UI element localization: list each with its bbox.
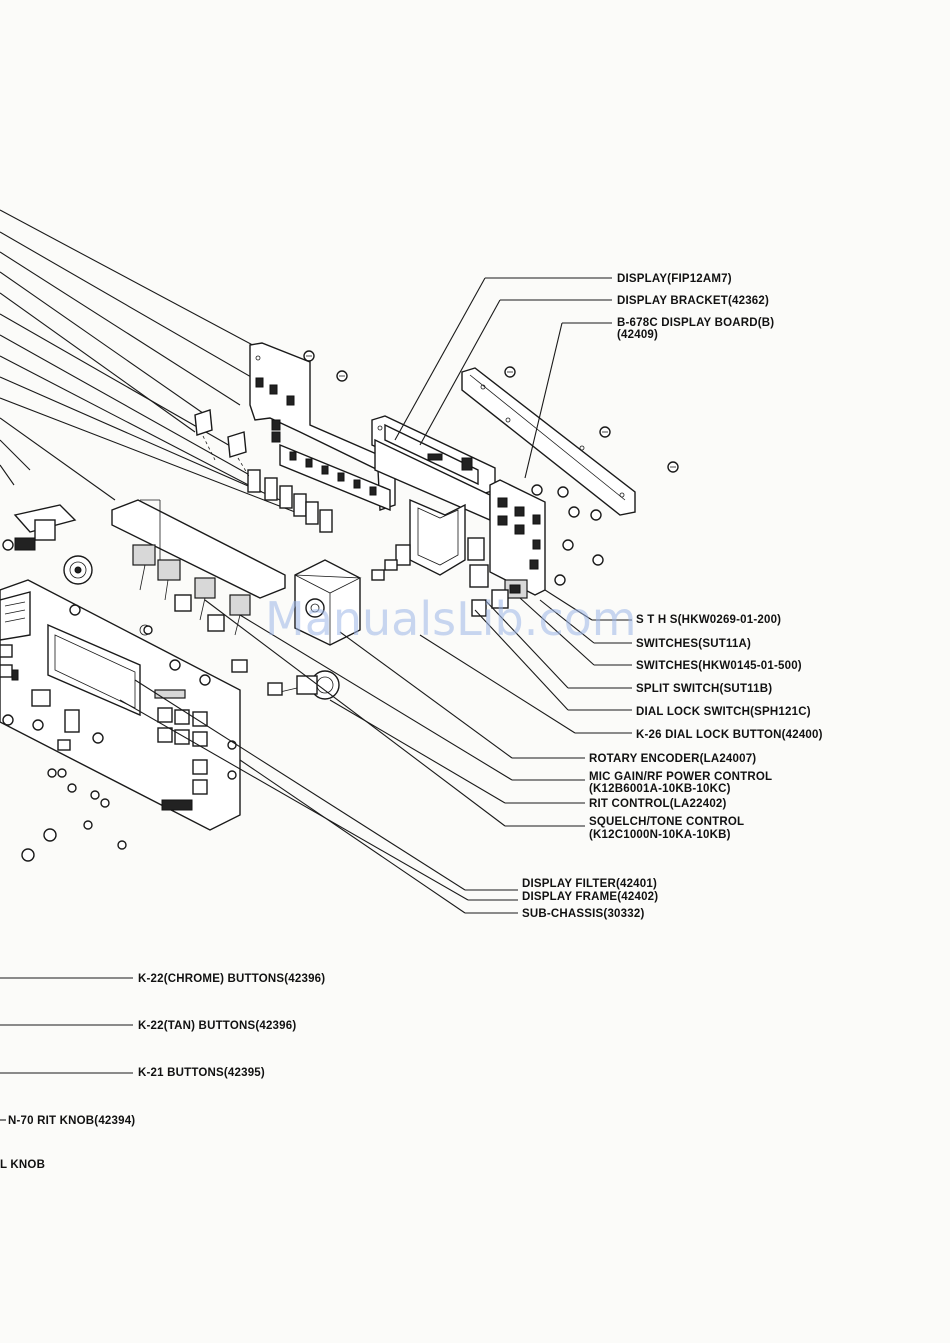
- rit-control: [231, 659, 340, 700]
- label-display-frame: DISPLAY FRAME(42402): [522, 891, 658, 903]
- display-assembly: [371, 415, 496, 522]
- label-mic-gain: MIC GAIN/RF POWER CONTROL: [589, 771, 772, 783]
- watermark: ManualsLib.com: [265, 592, 637, 646]
- sub-chassis: [0, 579, 241, 831]
- control-board-upper: [194, 342, 396, 533]
- label-l-knob: L KNOB: [0, 1159, 45, 1171]
- label-display-board-code: (42409): [617, 329, 658, 341]
- left-leader-lines: [0, 209, 296, 513]
- label-split-switch: SPLIT SWITCH(SUT11B): [636, 683, 772, 695]
- label-display-filter: DISPLAY FILTER(42401): [522, 878, 657, 890]
- label-squelch-code: (K12C1000N-10KA-10KB): [589, 829, 731, 841]
- label-mic-gain-code: (K12B6001A-10KB-10KC): [589, 783, 731, 795]
- label-display: DISPLAY(FIP12AM7): [617, 273, 732, 285]
- middle-bracket: [371, 498, 509, 617]
- label-rit-knob: N-70 RIT KNOB(42394): [8, 1115, 135, 1127]
- part-labels: DISPLAY(FIP12AM7) DISPLAY BRACKET(42362)…: [0, 273, 823, 1171]
- screws-top: [303, 350, 679, 586]
- label-display-bracket: DISPLAY BRACKET(42362): [617, 295, 769, 307]
- label-display-board: B-678C DISPLAY BOARD(B): [617, 317, 774, 329]
- label-dial-lock-button: K-26 DIAL LOCK BUTTON(42400): [636, 729, 823, 741]
- switch-board-right: [489, 479, 546, 599]
- label-dial-lock-switch: DIAL LOCK SWITCH(SPH121C): [636, 706, 811, 718]
- label-tan-buttons: K-22(TAN) BUTTONS(42396): [138, 1020, 296, 1032]
- label-chrome-buttons: K-22(CHROME) BUTTONS(42396): [138, 973, 325, 985]
- label-k21-buttons: K-21 BUTTONS(42395): [138, 1067, 265, 1079]
- label-switches-hkw0269: S T H S(HKW0269-01-200): [636, 614, 781, 626]
- label-rotary-encoder: ROTARY ENCODER(LA24007): [589, 753, 756, 765]
- label-switches-sut11a: SWITCHES(SUT11A): [636, 638, 751, 650]
- right-leader-lines: [0, 277, 632, 1121]
- label-squelch: SQUELCH/TONE CONTROL: [589, 816, 744, 828]
- screws-bottom: [21, 625, 153, 862]
- rotary-encoder: [294, 559, 362, 646]
- label-switches-hkw0145: SWITCHES(HKW0145-01-500): [636, 660, 802, 672]
- connectors-left: [2, 504, 93, 585]
- display-board-b: [461, 367, 636, 516]
- control-board-lower: [111, 499, 286, 636]
- push-button-caps: [247, 469, 333, 533]
- label-rit-control: RIT CONTROL(LA22402): [589, 798, 727, 810]
- label-sub-chassis: SUB-CHASSIS(30332): [522, 908, 644, 920]
